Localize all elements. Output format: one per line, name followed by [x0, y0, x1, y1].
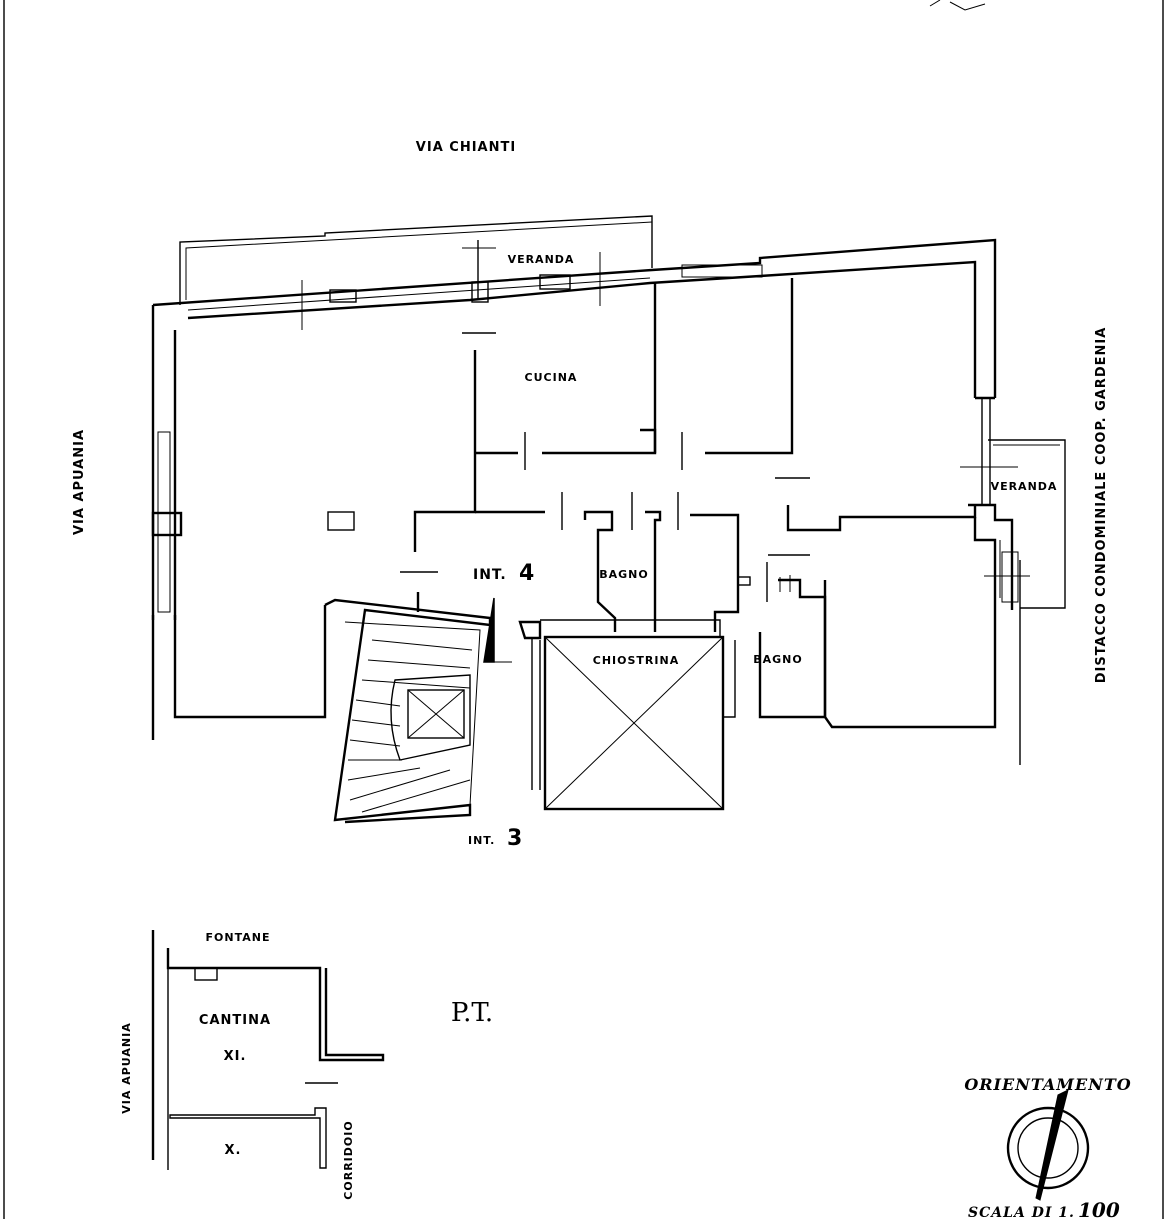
cellar-street-label: VIA APUANIA — [120, 1022, 133, 1113]
room-bagno-1: BAGNO — [599, 568, 648, 581]
cellar-xi-label: XI. — [224, 1049, 247, 1064]
cellar-cantina-label: CANTINA — [199, 1013, 271, 1028]
unit-3-prefix: INT. — [468, 834, 495, 847]
level-note: P.T. — [451, 998, 493, 1028]
orientation-label: ORIENTAMENTO — [964, 1075, 1131, 1094]
cellar-x-label: X. — [225, 1143, 242, 1158]
cellar-fontane-label: FONTANE — [206, 931, 271, 944]
room-bagno-2: BAGNO — [753, 653, 802, 666]
room-cucina: CUCINA — [525, 371, 578, 384]
room-veranda-north: VERANDA — [508, 253, 575, 266]
scale-prefix: SCALA DI 1. — [968, 1205, 1075, 1219]
main-floor-walls — [151, 215, 1066, 824]
unit-4-number: 4 — [519, 561, 534, 586]
east-distance-note: DISTACCO CONDOMINIALE COOP. GARDENIA — [1094, 327, 1109, 684]
street-north-label: VIA CHIANTI — [416, 140, 516, 155]
room-veranda-east: VERANDA — [991, 480, 1058, 493]
street-west-label: VIA APUANIA — [72, 429, 87, 535]
scale-value: 100 — [1078, 1198, 1120, 1219]
unit-3-number: 3 — [507, 826, 522, 851]
room-chiostrina: CHIOSTRINA — [593, 654, 679, 667]
cellar-corridoio-label: CORRIDOIO — [342, 1120, 355, 1199]
north-arrow-icon — [1006, 1089, 1090, 1201]
cellar-walls — [151, 930, 385, 1170]
unit-4-prefix: INT. — [473, 567, 507, 583]
corner-mark — [929, 0, 986, 11]
